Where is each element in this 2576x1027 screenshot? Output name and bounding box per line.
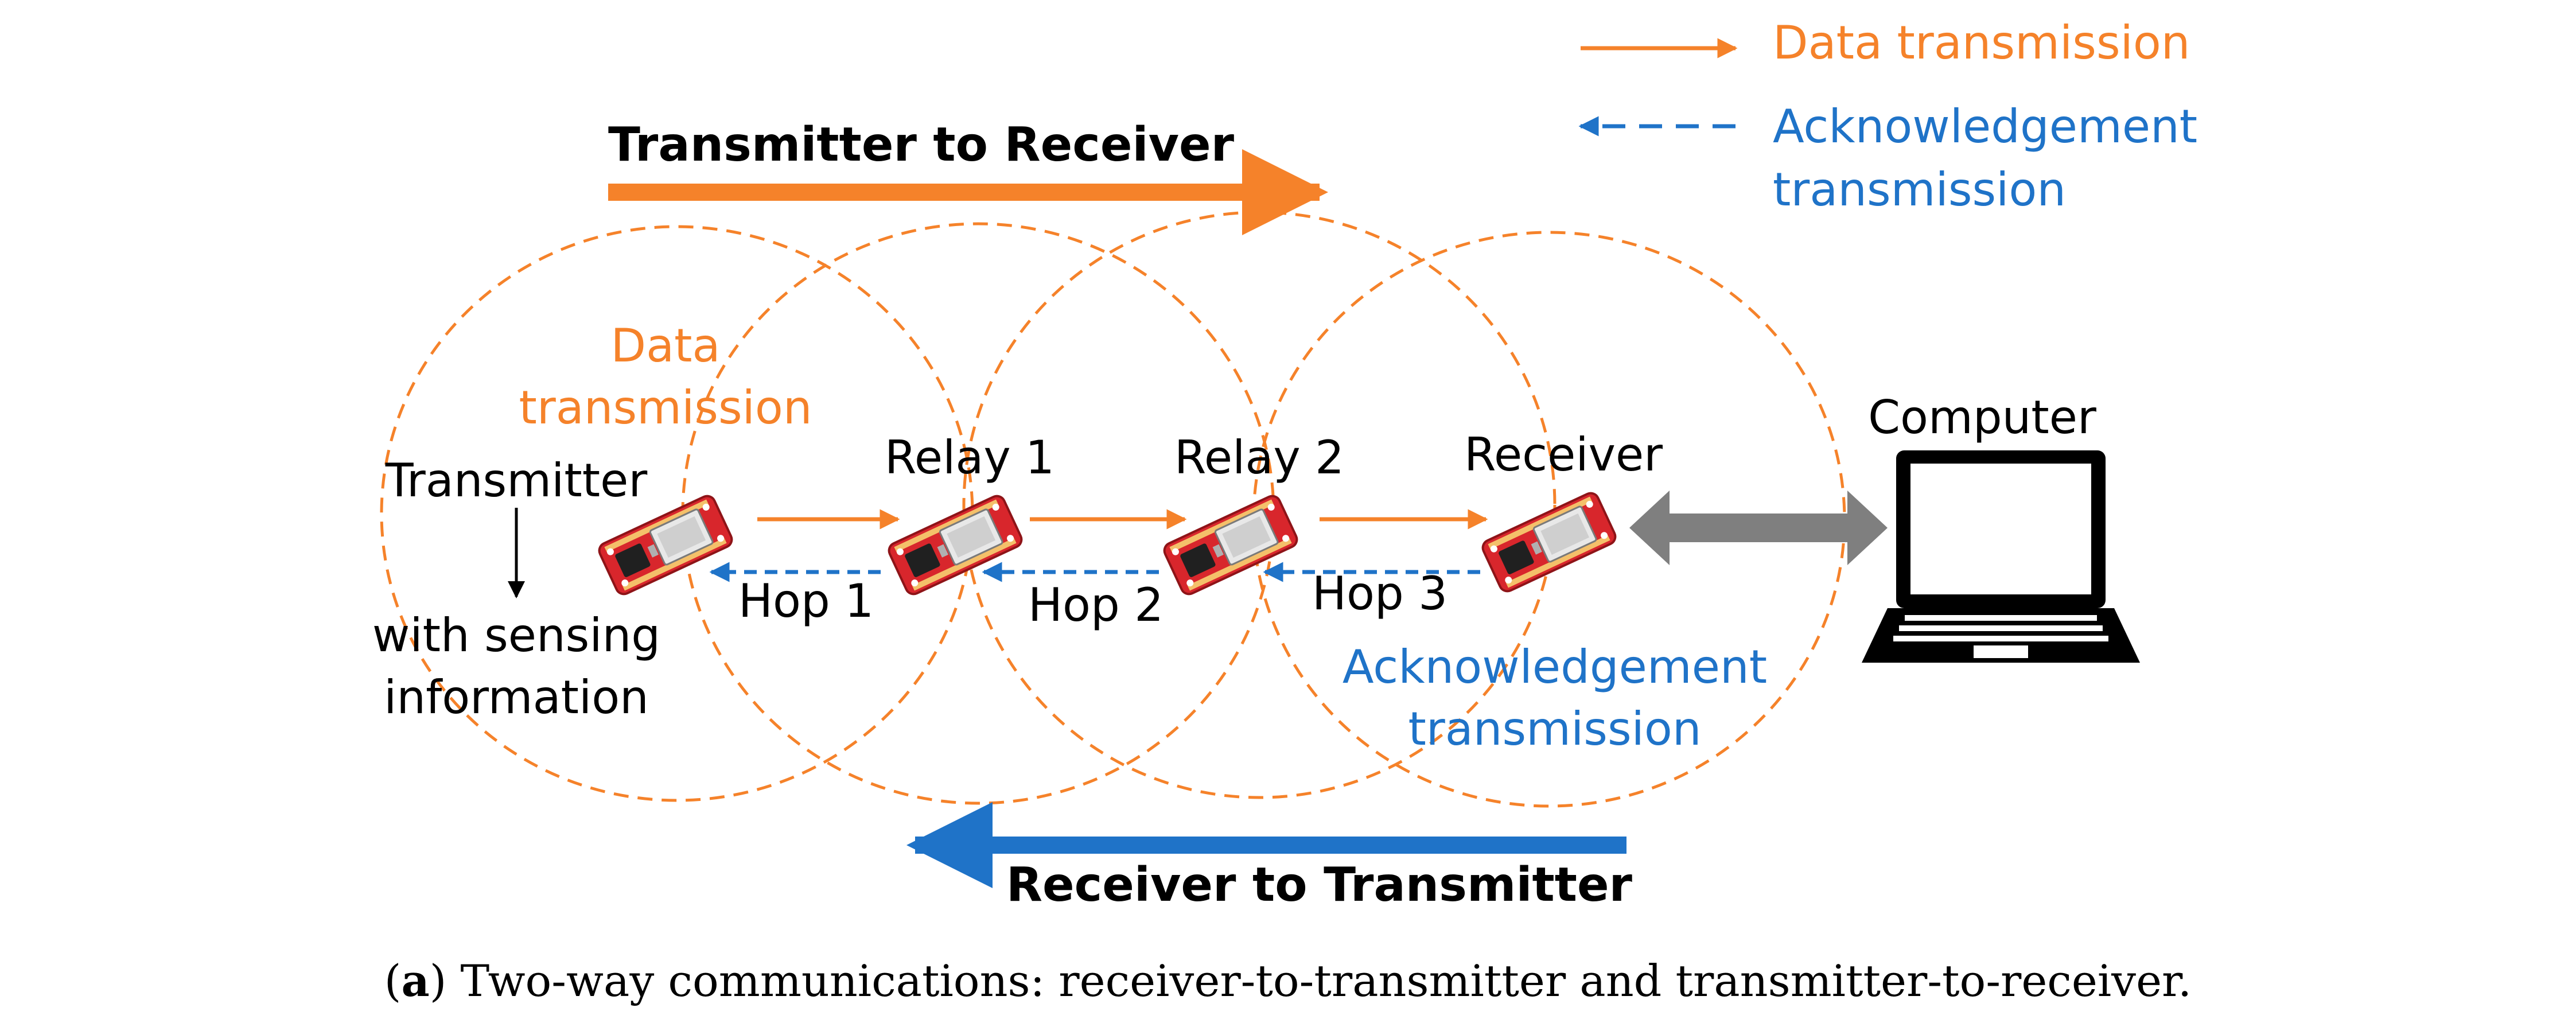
transmitter-sub-label-1: with sensing: [372, 609, 660, 662]
figure-caption: (a) Two-way communications: receiver-to-…: [0, 955, 2576, 1006]
caption-prefix-close: ): [429, 955, 447, 1006]
data-transmission-label-2: transmission: [519, 381, 812, 434]
legend: Data transmission Acknowledgement transm…: [1578, 16, 2197, 216]
transmitter-label: Transmitter: [385, 454, 648, 507]
transmitter-board: [596, 492, 736, 598]
relay2-board: [1161, 492, 1301, 598]
caption-letter: a: [401, 955, 430, 1006]
legend-ack-label-2: transmission: [1773, 163, 2066, 216]
ack-transmission-label-2: transmission: [1408, 702, 1701, 756]
hop2-label: Hop 2: [1028, 578, 1164, 632]
transmitter-sub-label-2: information: [384, 671, 649, 724]
ack-transmission-label-1: Acknowledgement: [1343, 640, 1767, 694]
relay2-label: Relay 2: [1174, 431, 1344, 484]
receiver-board: [1479, 489, 1619, 595]
data-transmission-label-1: Data: [610, 319, 720, 372]
hop1-label: Hop 1: [738, 574, 874, 628]
legend-data-label: Data transmission: [1773, 16, 2190, 69]
computer-label: Computer: [1868, 391, 2096, 444]
receiver-label: Receiver: [1464, 428, 1663, 481]
relay1-label: Relay 1: [885, 431, 1054, 484]
bottom-direction-title: Receiver to Transmitter: [1006, 858, 1633, 912]
hop3-label: Hop 3: [1312, 567, 1447, 620]
relay1-board: [885, 492, 1025, 598]
caption-prefix-open: (: [384, 955, 402, 1006]
legend-ack-label-1: Acknowledgement: [1773, 100, 2197, 153]
laptop-icon: [1862, 450, 2140, 663]
top-direction-title: Transmitter to Receiver: [608, 118, 1235, 172]
receiver-computer-link-arrow: [1629, 491, 1888, 565]
caption-text: Two-way communications: receiver-to-tran…: [446, 955, 2192, 1006]
